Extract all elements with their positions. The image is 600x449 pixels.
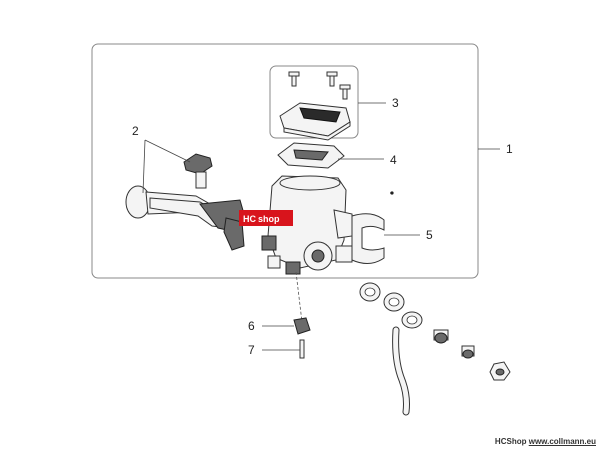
screw-icon [288, 71, 300, 87]
banjo-bolt-icon [383, 292, 405, 312]
footer-brand: HCShop [494, 437, 527, 446]
screw-icon [326, 71, 338, 87]
screw-icon [339, 84, 351, 100]
watermark-hc: HC [243, 214, 256, 224]
nut-icon [489, 361, 511, 381]
callout-2: 2 [132, 124, 139, 138]
handlebar-clamp-icon [351, 213, 385, 264]
banjo-fitting-icon [401, 311, 423, 329]
dashed-assembly-line [295, 271, 303, 323]
gasket-icon [277, 142, 345, 169]
assembly-frame [91, 43, 479, 279]
washer-icon [359, 282, 381, 302]
footer-credit: HCShop www.collmann.eu [495, 437, 596, 446]
reservoir-cap-group [269, 65, 359, 141]
brake-lever-icon [125, 185, 245, 251]
assembly-dot [390, 191, 394, 195]
callout-3: 3 [392, 96, 399, 110]
callout-5: 5 [426, 228, 433, 242]
master-cylinder-body-icon [261, 175, 353, 275]
brake-hose-group [359, 282, 511, 416]
bleed-nipple-icon [433, 329, 449, 344]
callout-4: 4 [390, 153, 397, 167]
lever-adjuster-icon [183, 153, 213, 189]
brake-switch-icon [293, 317, 311, 335]
leader-2b [144, 139, 191, 163]
reservoir-cap-frame [269, 65, 359, 139]
reservoir-cap-icon [279, 102, 351, 141]
callout-1: 1 [506, 142, 513, 156]
hcshop-watermark: HC shop [239, 210, 293, 226]
footer-url[interactable]: www.collmann.eu [528, 437, 596, 446]
pin-icon [299, 339, 305, 359]
watermark-shop: shop [258, 214, 280, 224]
callout-6: 6 [248, 319, 255, 333]
bleed-cap-icon [461, 345, 475, 359]
callout-7: 7 [248, 343, 255, 357]
leader-2a [142, 139, 146, 194]
